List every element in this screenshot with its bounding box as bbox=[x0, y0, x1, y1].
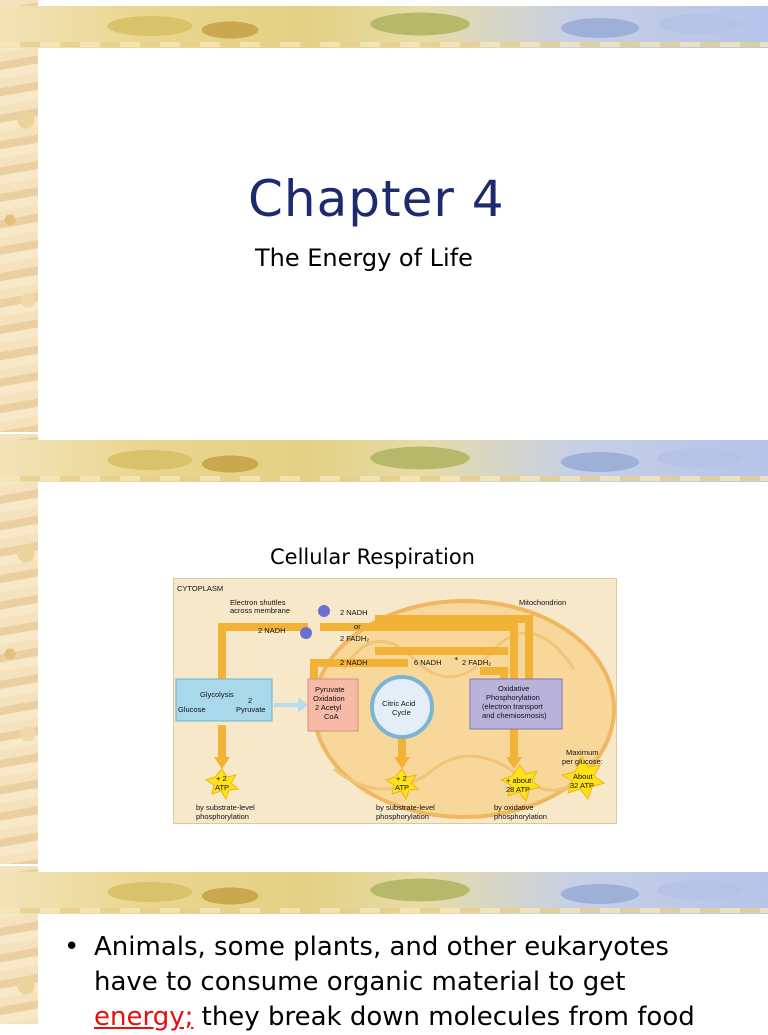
label-phosphorylation: phosphorylation bbox=[196, 812, 249, 821]
shuttle-dot bbox=[300, 627, 312, 639]
atp-star bbox=[384, 768, 420, 801]
atp-star bbox=[560, 755, 606, 801]
label-nadh: 2 NADH bbox=[340, 658, 368, 667]
label-glycolysis: Glycolysis bbox=[200, 690, 234, 699]
label-phosphorylation: phosphorylation bbox=[494, 812, 547, 821]
label-atp: ATP bbox=[395, 783, 409, 792]
arrow-head bbox=[394, 757, 410, 769]
decorative-banner bbox=[0, 6, 768, 48]
label-pyruvate-oxidation: CoA bbox=[324, 712, 339, 721]
label-mitochondrion: Mitochondrion bbox=[519, 598, 566, 607]
label-about-atp: 32 ATP bbox=[570, 781, 594, 790]
bullet-list: • Animals, some plants, and other eukary… bbox=[64, 930, 748, 1035]
label-nadh: 6 NADH bbox=[414, 658, 442, 667]
flow-arrow bbox=[218, 623, 308, 687]
label-pyruvate-oxidation: 2 Acetyl bbox=[315, 703, 342, 712]
cellular-respiration-diagram: CYTOPLASM Electron shuttles across membr… bbox=[173, 578, 617, 824]
label-citric-acid: Citric Acid bbox=[382, 699, 415, 708]
label-pyruvate: 2 bbox=[248, 696, 252, 705]
label-oxidative: and chemiosmosis) bbox=[482, 711, 547, 720]
label-nadh: 2 NADH bbox=[258, 626, 286, 635]
label-citric-acid: Cycle bbox=[392, 708, 411, 717]
label-fadh2: 2 FADH₂ bbox=[462, 658, 491, 667]
label-plus: + bbox=[454, 654, 459, 663]
citric-acid-cycle bbox=[370, 675, 434, 739]
shuttle-dot bbox=[318, 605, 330, 617]
label-shuttles: across membrane bbox=[230, 606, 290, 615]
bullet-line: have to consume organic material to get bbox=[94, 967, 626, 997]
bullet-text: Animals, some plants, and other eukaryot… bbox=[94, 930, 748, 1035]
label-phosphorylation: phosphorylation bbox=[376, 812, 429, 821]
label-atp: + about bbox=[506, 776, 532, 785]
oxidative-phosphorylation-box bbox=[469, 678, 563, 730]
diagram-title: Cellular Respiration bbox=[270, 545, 475, 569]
bullet-line: Animals, some plants, and other eukaryot… bbox=[94, 932, 669, 962]
slide-title: Chapter 4 bbox=[248, 170, 505, 228]
arrow-head bbox=[506, 757, 522, 769]
bullet-line: energy; they break down molecules from f… bbox=[94, 1000, 748, 1035]
atp-star bbox=[204, 768, 240, 801]
pyruvate-oxidation-box bbox=[307, 678, 359, 732]
label-glucose: Glucose bbox=[178, 705, 206, 714]
label-oxidative: Oxidative bbox=[498, 684, 529, 693]
arrow-head bbox=[214, 757, 230, 769]
flow-arrow bbox=[320, 623, 518, 687]
label-oxidative: (electron transport bbox=[482, 702, 544, 711]
decorative-banner bbox=[0, 440, 768, 482]
label-pyruvate-oxidation: Oxidation bbox=[313, 694, 345, 703]
label-pyruvate-oxidation: Pyruvate bbox=[315, 685, 345, 694]
label-atp: ATP bbox=[215, 783, 229, 792]
label-maximum: Maximum bbox=[566, 748, 599, 757]
slide-subtitle: The Energy of Life bbox=[255, 244, 473, 272]
parchment-border bbox=[0, 0, 38, 432]
label-pyruvate: Pyruvate bbox=[236, 705, 266, 714]
atp-star bbox=[499, 764, 542, 803]
glycolysis-box bbox=[175, 678, 273, 722]
slide-1: Chapter 4 The Energy of Life bbox=[0, 0, 768, 432]
label-phosphorylation: by substrate-level bbox=[376, 803, 435, 812]
decorative-banner bbox=[0, 872, 768, 914]
parchment-border bbox=[0, 434, 38, 864]
cristae bbox=[342, 631, 576, 679]
label-about-atp: About bbox=[573, 772, 594, 781]
label-nadh: 2 NADH bbox=[340, 608, 368, 617]
slide-3 bbox=[0, 866, 768, 1024]
label-fadh2: 2 FADH₂ bbox=[340, 634, 369, 643]
bullet-marker: • bbox=[64, 932, 80, 962]
label-oxidative: Phosphorylation bbox=[486, 693, 540, 702]
highlight-energy: energy; bbox=[94, 1002, 194, 1032]
label-phosphorylation: by substrate-level bbox=[196, 803, 255, 812]
flow-arrow bbox=[375, 615, 533, 687]
bullet-line-rest: they break down molecules from food bbox=[193, 1002, 695, 1032]
label-maximum: per glucose: bbox=[562, 757, 603, 766]
label-atp: + 2 bbox=[216, 774, 227, 783]
diagram-svg: CYTOPLASM Electron shuttles across membr… bbox=[175, 584, 616, 821]
label-atp: 28 ATP bbox=[506, 785, 530, 794]
label-shuttles: Electron shuttles bbox=[230, 598, 286, 607]
glycolysis-arrow bbox=[274, 697, 308, 713]
label-phosphorylation: by oxidative bbox=[494, 803, 534, 812]
cristae bbox=[333, 754, 596, 792]
label-cytoplasm: CYTOPLASM bbox=[177, 584, 223, 593]
label-atp: + 2 bbox=[396, 774, 407, 783]
flow-arrow bbox=[310, 659, 408, 687]
label-or: or bbox=[354, 622, 361, 631]
